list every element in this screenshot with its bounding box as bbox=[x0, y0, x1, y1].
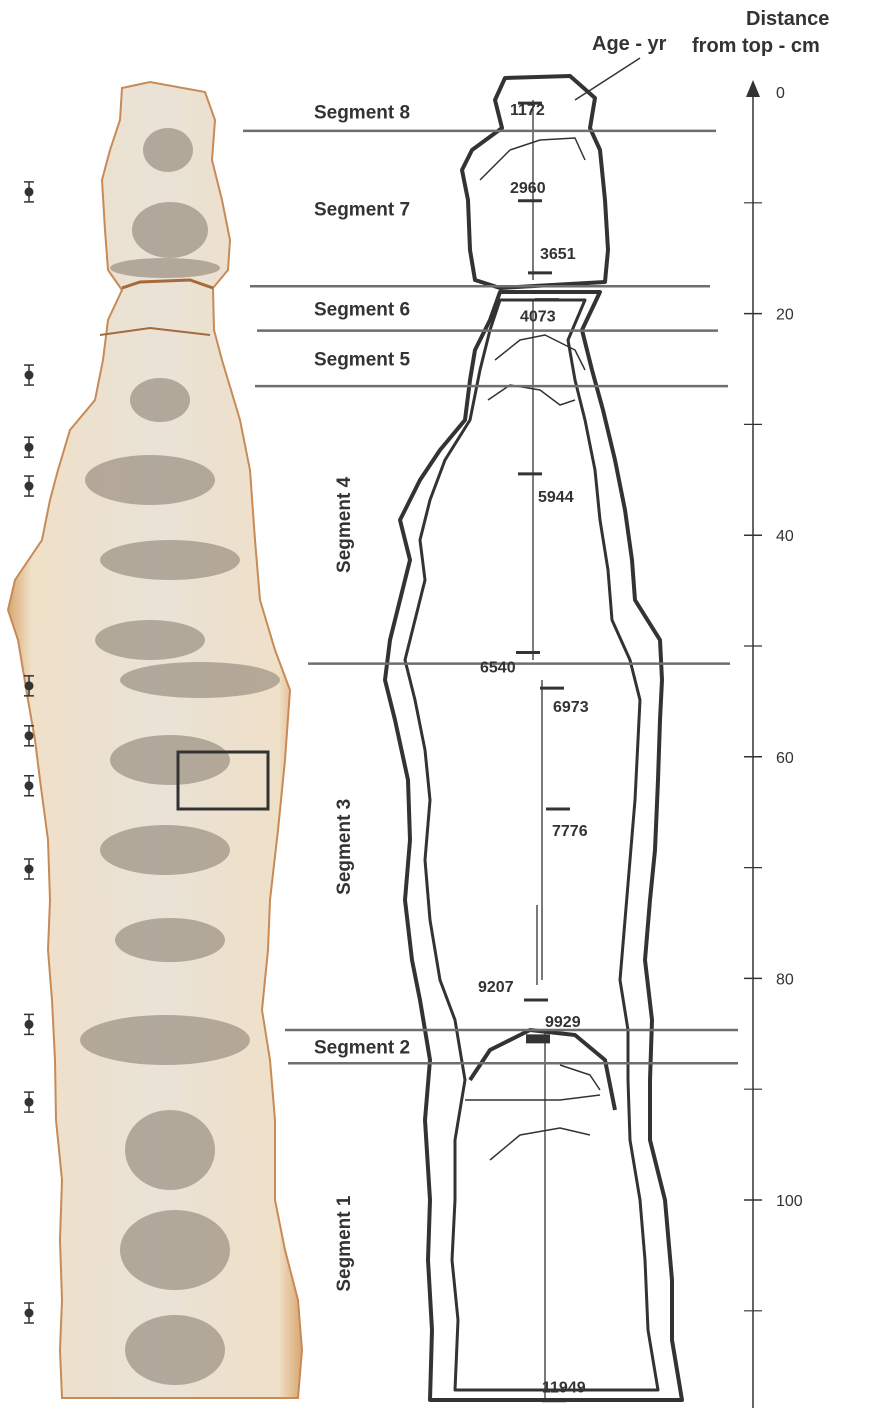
segment-label: Segment 2 bbox=[314, 1038, 410, 1059]
growth-line bbox=[560, 1065, 600, 1090]
sample-marker-icon bbox=[24, 437, 34, 457]
segment-label: Segment 5 bbox=[314, 349, 411, 370]
age-label: 11949 bbox=[542, 1380, 586, 1397]
segment-label: Segment 3 bbox=[334, 799, 355, 895]
age-label: 6540 bbox=[480, 660, 516, 677]
age-label: 4073 bbox=[520, 309, 556, 326]
distance-scale: 020406080100120 bbox=[744, 80, 803, 1410]
sampling-axis bbox=[533, 100, 545, 1400]
segment-label: Segment 6 bbox=[314, 299, 410, 320]
sample-marker-icon bbox=[24, 1303, 34, 1323]
segment-label: Segment 8 bbox=[314, 102, 410, 123]
stalagmite-photo bbox=[8, 82, 302, 1398]
segment-label: Segment 1 bbox=[334, 1195, 355, 1292]
age-label: 7776 bbox=[552, 823, 588, 840]
age-label: 6973 bbox=[553, 699, 589, 716]
scale-tick-label: 40 bbox=[776, 528, 794, 545]
age-label: 9207 bbox=[478, 979, 514, 996]
scale-tick-label: 80 bbox=[776, 971, 794, 988]
scale-tick-label: 100 bbox=[776, 1193, 803, 1210]
age-label: 5944 bbox=[538, 489, 574, 506]
age-label: 9929 bbox=[545, 1014, 581, 1031]
scale-tick-label: 20 bbox=[776, 307, 794, 324]
scale-tick-label: 60 bbox=[776, 750, 794, 767]
distance-header-line2: from top - cm bbox=[692, 35, 820, 57]
growth-line bbox=[488, 385, 575, 405]
sample-markers bbox=[24, 182, 34, 1323]
age-marks: 1172 2960 3651 4073 5944 6540 6973 7776 9207 9929… bbox=[478, 102, 589, 1401]
growth-line bbox=[490, 1128, 590, 1160]
age-label: 3651 bbox=[540, 246, 576, 263]
segment-divider-lines bbox=[243, 131, 738, 1063]
age-header-leader bbox=[575, 58, 640, 100]
sample-marker-icon bbox=[24, 182, 34, 202]
scale-arrow-icon bbox=[746, 80, 760, 97]
segment-labels: Segment 8 Segment 7 Segment 6 Segment 5 Segm… bbox=[314, 102, 411, 1291]
sample-marker-icon bbox=[24, 365, 34, 385]
sample-marker-icon bbox=[24, 1014, 34, 1034]
sample-marker-icon bbox=[24, 476, 34, 496]
segment-label: Segment 4 bbox=[334, 476, 355, 573]
sample-marker-icon bbox=[24, 859, 34, 879]
segment-label: Segment 7 bbox=[314, 200, 410, 221]
distance-header-line1: Distance bbox=[746, 8, 829, 30]
age-header: Age - yr bbox=[592, 33, 667, 55]
age-label: 1172 bbox=[510, 102, 545, 119]
growth-line bbox=[465, 1095, 600, 1100]
sample-marker-icon bbox=[24, 776, 34, 796]
schematic-inner-contour bbox=[405, 300, 658, 1390]
age-label: 2960 bbox=[510, 180, 546, 197]
scale-tick-label: 0 bbox=[776, 85, 785, 102]
sample-marker-icon bbox=[24, 1092, 34, 1112]
